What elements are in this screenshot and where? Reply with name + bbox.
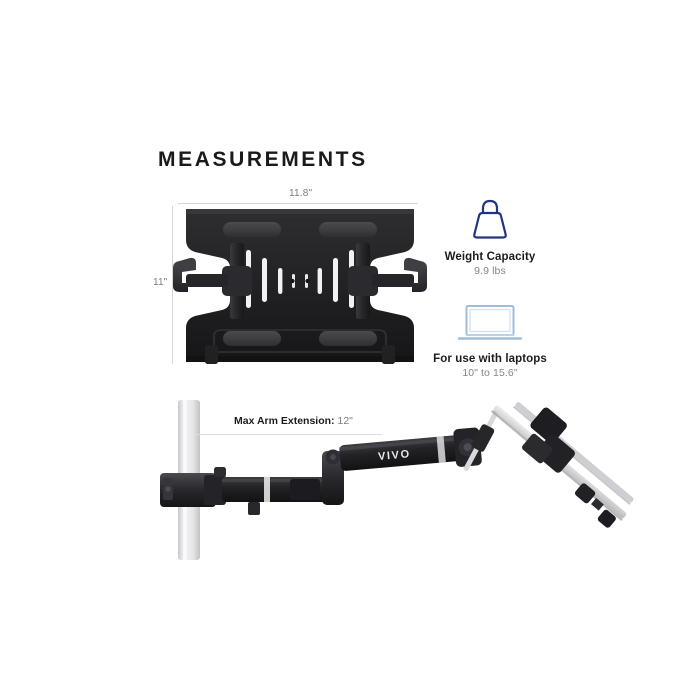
weight-capacity-value: 9.9 lbs [474, 265, 506, 277]
arm-extension-dimension-line [196, 434, 382, 435]
arm-extension-text: Max Arm Extension: [234, 415, 335, 427]
brand-logo-text: VIVO [378, 448, 412, 463]
page-title: MEASUREMENTS [158, 148, 368, 171]
arm-assembly-illustration: VIVO [160, 400, 634, 560]
tray-height-label: 11" [153, 277, 168, 288]
height-dimension-line [172, 206, 173, 364]
laptop-compatibility-title: For use with laptops [433, 353, 547, 365]
laptop-tray-illustration [173, 209, 427, 364]
width-dimension-line [178, 203, 418, 204]
feature-laptop-compatibility: For use with laptops 10" to 15.6" [410, 298, 570, 379]
arm-extension-label: Max Arm Extension: 12" [234, 415, 353, 427]
weight-capacity-title: Weight Capacity [444, 251, 536, 263]
laptop-icon [457, 305, 523, 340]
weight-icon [473, 199, 507, 239]
arm-extension-value: 12" [337, 415, 353, 427]
laptop-size-range: 10" to 15.6" [462, 367, 518, 379]
feature-weight-capacity: Weight Capacity 9.9 lbs [410, 196, 570, 277]
tray-width-label: 11.8" [289, 188, 313, 199]
